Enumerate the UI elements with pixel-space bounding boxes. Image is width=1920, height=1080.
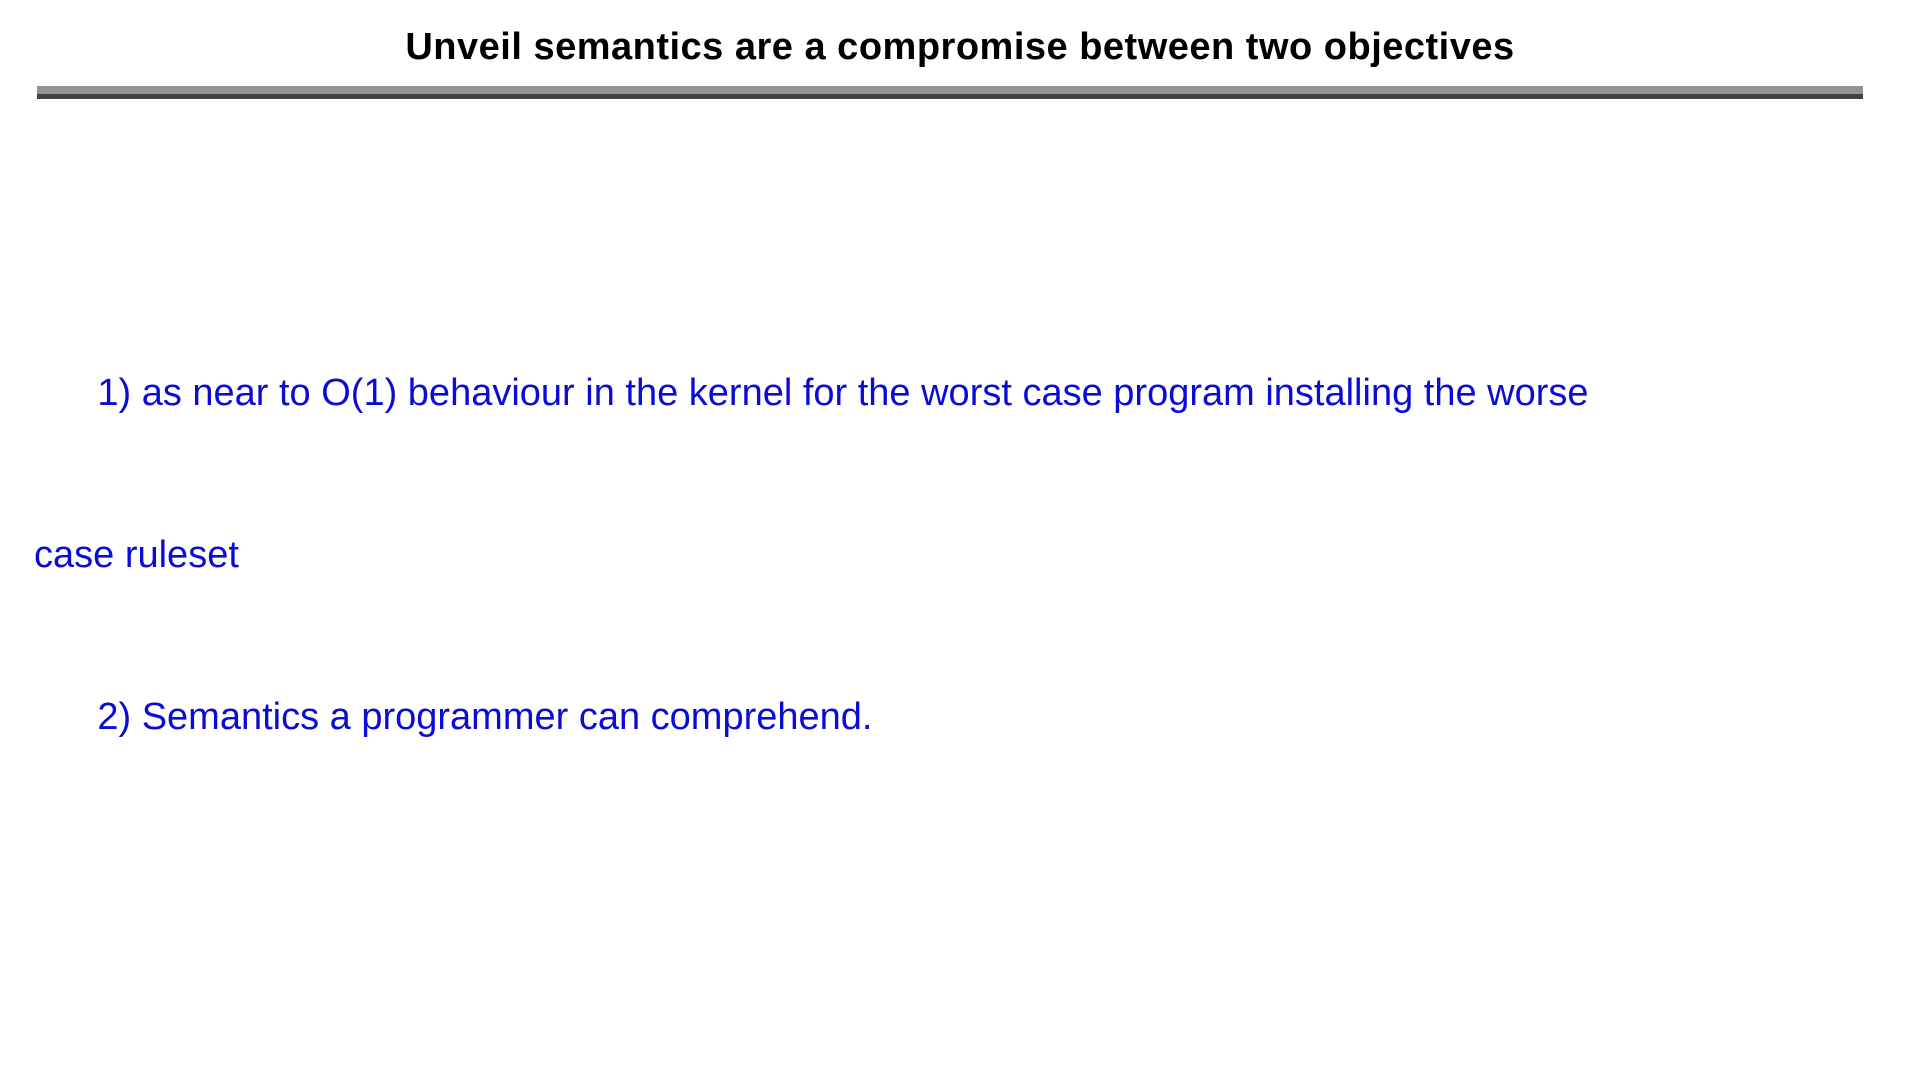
slide-title: Unveil semantics are a compromise betwee… (405, 26, 1515, 68)
body-line: 1) as near to O(1) behaviour in the kern… (34, 372, 1589, 414)
slide-body: 1) as near to O(1) behaviour in the kern… (34, 96, 1920, 1080)
body-line: case ruleset (34, 534, 239, 576)
body-line: 2) Semantics a programmer can comprehend… (34, 696, 873, 738)
paragraph-objectives: 1) as near to O(1) behaviour in the kern… (34, 258, 1920, 852)
title-divider-rule (37, 86, 1863, 99)
